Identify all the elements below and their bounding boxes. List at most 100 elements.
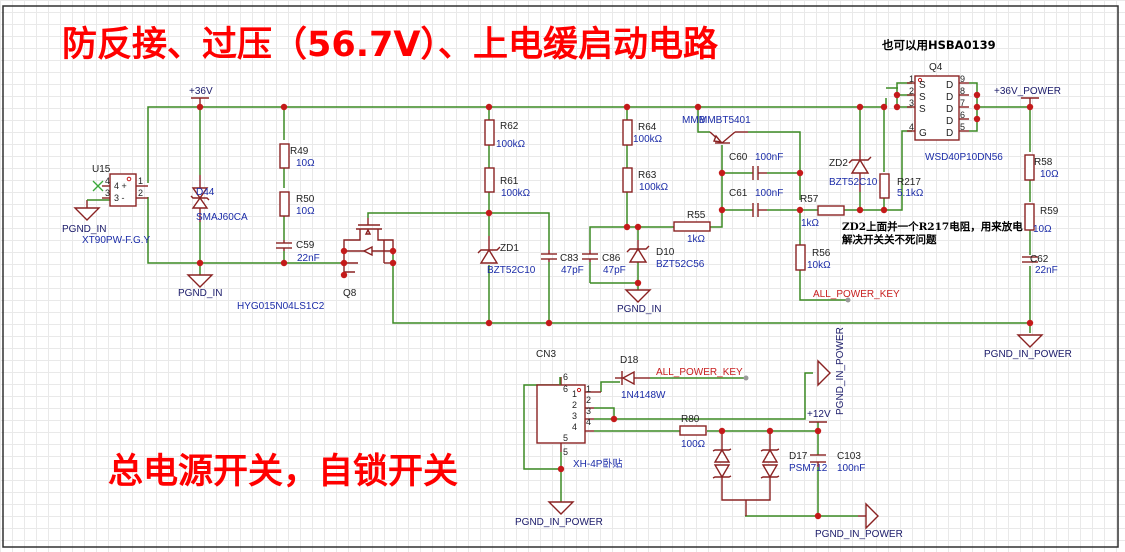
r58-designator: R58 [1034,157,1053,168]
zd2-designator: ZD2 [829,158,848,169]
svg-text:S: S [919,104,926,115]
r50-value: 10Ω [296,206,315,217]
d10-designator: D10 [656,247,675,258]
zd1-value: BZT52C10 [487,265,536,276]
svg-text:2: 2 [909,86,914,96]
tvs-array-d17 [712,431,780,516]
resistor-r56 [795,244,806,271]
capacitor-c60 [752,166,767,180]
resistor-r50 [279,191,290,217]
d18-designator: D18 [620,355,639,366]
d18-value: 1N4148W [621,390,666,401]
r56-value: 10kΩ [807,260,831,271]
bjt-mmbt5401 [709,131,748,144]
zener-zd2 [848,150,872,192]
cn3-designator: CN3 [536,349,556,360]
svg-text:1: 1 [909,74,914,84]
u15-pin: 2 [138,188,143,198]
zd2-value: BZT52C10 [829,177,878,188]
wires [147,82,1031,517]
ground-icon [186,274,214,288]
q4-designator: Q4 [929,62,943,73]
svg-text:9: 9 [960,74,965,84]
q4-pin-labels: 1 2 3 4 9 8 7 6 5 S S S G D D D D D [909,74,965,139]
r58-value: 10Ω [1040,169,1059,180]
capacitor-c103 [810,454,826,467]
net-label-pgnd-in-power-bottom: PGND_IN_POWER [815,529,903,540]
net-label-pgnd-in-power-right: PGND_IN_POWER [984,349,1072,360]
capacitor-c62 [1022,256,1038,263]
c86-designator: C86 [602,253,621,264]
resistor-r57 [817,205,845,216]
svg-text:8: 8 [960,86,965,96]
svg-text:4: 4 [586,417,591,427]
net-port-all-power-key[interactable] [845,297,851,303]
u15-value: XT90PW-F.G.Y [82,235,150,246]
resistor-r55 [673,221,711,232]
ground-icon [624,289,652,303]
r63-value: 100kΩ [639,182,669,193]
net-label-all-power-key: ALL_POWER_KEY [813,289,900,300]
r55-designator: R55 [687,210,706,221]
net-label-12v: +12V [807,409,831,420]
u15-pin-text: 3 - [114,193,125,203]
svg-text:D: D [946,128,953,139]
resistor-r217 [879,173,890,199]
zener-d10 [626,240,650,263]
ground-icon [1016,334,1044,348]
svg-text:6: 6 [563,372,568,382]
net-label-36v: +36V [189,86,213,97]
alt-part-note: 也可以用HSBA0139 [882,38,996,52]
r59-value: 10Ω [1033,224,1052,235]
c83-value: 47pF [561,265,584,276]
r63-designator: R63 [638,170,657,181]
junctions [196,91,1034,520]
svg-text:1: 1 [586,384,591,394]
svg-text:D: D [946,80,953,91]
r64-designator: R64 [638,122,657,133]
c59-designator: C59 [296,240,315,251]
switch-title: 总电源开关，自锁开关 [108,452,458,492]
resistor-r49 [279,143,290,169]
svg-text:7: 7 [960,98,965,108]
mosfet-q4 [907,75,969,141]
net-label-pgnd-in-d10: PGND_IN [617,304,661,315]
u15-pin: 3 [105,188,110,198]
svg-text:G: G [919,128,927,139]
svg-text:3: 3 [909,98,914,108]
net-port-all-power-key-2[interactable] [743,375,749,381]
svg-text:D: D [946,116,953,127]
d44-designator: D44 [196,187,215,198]
svg-text:S: S [919,80,926,91]
resistor-r59 [1024,203,1035,231]
ground-icon [858,502,879,530]
resistor-r63 [622,167,633,193]
r57-designator: R57 [800,194,819,205]
r217-designator: R217 [897,177,921,188]
net-label-all-power-key-2: ALL_POWER_KEY [656,367,743,378]
u15-pin: 4 [105,176,110,186]
r62-designator: R62 [500,121,519,132]
c60-designator: C60 [729,152,748,163]
net-label-pgnd-in-u15: PGND_IN [62,224,106,235]
r59-designator: R59 [1040,206,1059,217]
svg-text:S: S [919,92,926,103]
c61-value: 100nF [755,188,783,199]
u15-pin: 1 [138,176,143,186]
svg-text:D: D [946,104,953,115]
u15-designator: U15 [92,164,111,175]
resistor-r58 [1024,154,1035,181]
connector-cn3 [536,377,601,452]
r64-value: 100kΩ [633,134,663,145]
c60-value: 100nF [755,152,783,163]
u15-pin-text: 4 + [114,181,127,191]
resistor-r61 [484,167,495,193]
c103-designator: C103 [837,451,861,462]
capacitor-c86 [582,250,598,262]
net-label-pgnd-in-d44: PGND_IN [178,288,222,299]
r80-designator: R80 [681,414,700,425]
zener-zd1 [477,236,501,264]
svg-text:4: 4 [909,122,914,132]
bjt-value-overlap: MMB [682,115,706,126]
